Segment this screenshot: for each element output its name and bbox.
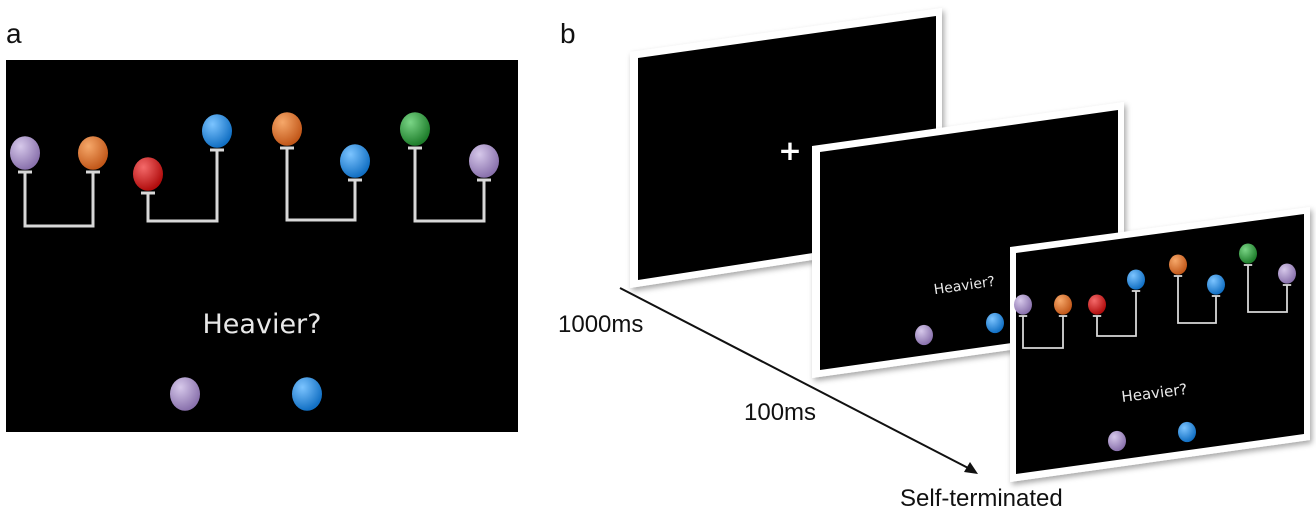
balance-right-ball <box>1207 274 1225 295</box>
fixation-cross: + <box>778 134 801 167</box>
choice-balls <box>170 377 322 411</box>
balance-scale-2 <box>133 114 232 223</box>
question-screen-ball-right <box>986 312 1004 334</box>
panel-b-label: b <box>560 18 576 49</box>
balance-left-ball <box>1014 294 1032 315</box>
timing-question: 100ms <box>744 399 817 426</box>
balance-scale-3 <box>272 112 370 222</box>
time-axis-line <box>619 287 973 471</box>
balance-screen-choice-balls <box>1108 421 1196 452</box>
timing-fixation: 1000ms <box>558 311 644 338</box>
balance-right-ball <box>1278 263 1296 284</box>
balance-scale-mini-1 <box>1014 294 1072 349</box>
balance-screen-scales <box>1014 243 1296 349</box>
balance-right-ball <box>78 136 108 170</box>
heavier-question: Heavier? <box>203 309 322 340</box>
balance-left-ball <box>272 112 302 146</box>
balance-scale-mini-4 <box>1239 243 1296 313</box>
balance-beam <box>413 148 486 223</box>
choice-ball-left <box>170 377 200 411</box>
panel-a-label: a <box>6 18 22 49</box>
question-screen-choice-balls <box>915 312 1004 346</box>
balance-beam <box>1247 265 1288 313</box>
time-axis-arrowhead <box>964 462 978 474</box>
panel-a-stimulus-screen: Heavier? <box>6 60 518 432</box>
balance-left-ball <box>1088 294 1106 315</box>
balance-screen-display <box>1016 214 1304 474</box>
balance-beam <box>1022 316 1064 349</box>
panel-b-trial-sequence: + Heavier? Heavier? <box>619 8 1310 482</box>
balance-scales-group <box>10 112 499 228</box>
balance-beam <box>285 148 357 222</box>
balance-left-ball <box>1239 243 1257 264</box>
stimulus-background <box>6 60 518 432</box>
balance-right-ball <box>469 144 499 178</box>
balance-beam <box>1096 291 1137 337</box>
balance-screen-ball-left <box>1108 430 1126 452</box>
choice-ball-right <box>292 377 322 411</box>
balance-right-ball <box>1054 294 1072 315</box>
timing-balance: Self-terminated <box>900 485 1063 512</box>
balance-beam <box>23 172 95 228</box>
balance-right-ball <box>1127 269 1145 290</box>
balance-beam <box>1177 276 1217 324</box>
balance-right-ball <box>340 144 370 178</box>
balance-scale-4 <box>400 112 499 223</box>
balance-screen-ball-right <box>1178 421 1196 443</box>
balance-scale-mini-2 <box>1088 269 1145 337</box>
balance-right-ball <box>202 114 232 148</box>
balance-left-ball <box>133 157 163 191</box>
balance-scale-1 <box>10 136 108 228</box>
balance-scale-mini-3 <box>1169 254 1225 324</box>
question-screen-ball-left <box>915 324 933 346</box>
balance-choice-screen: Heavier? <box>1010 207 1310 482</box>
balance-left-ball <box>1169 254 1187 275</box>
balance-beam <box>146 150 219 223</box>
balance-left-ball <box>400 112 430 146</box>
balance-left-ball <box>10 136 40 170</box>
